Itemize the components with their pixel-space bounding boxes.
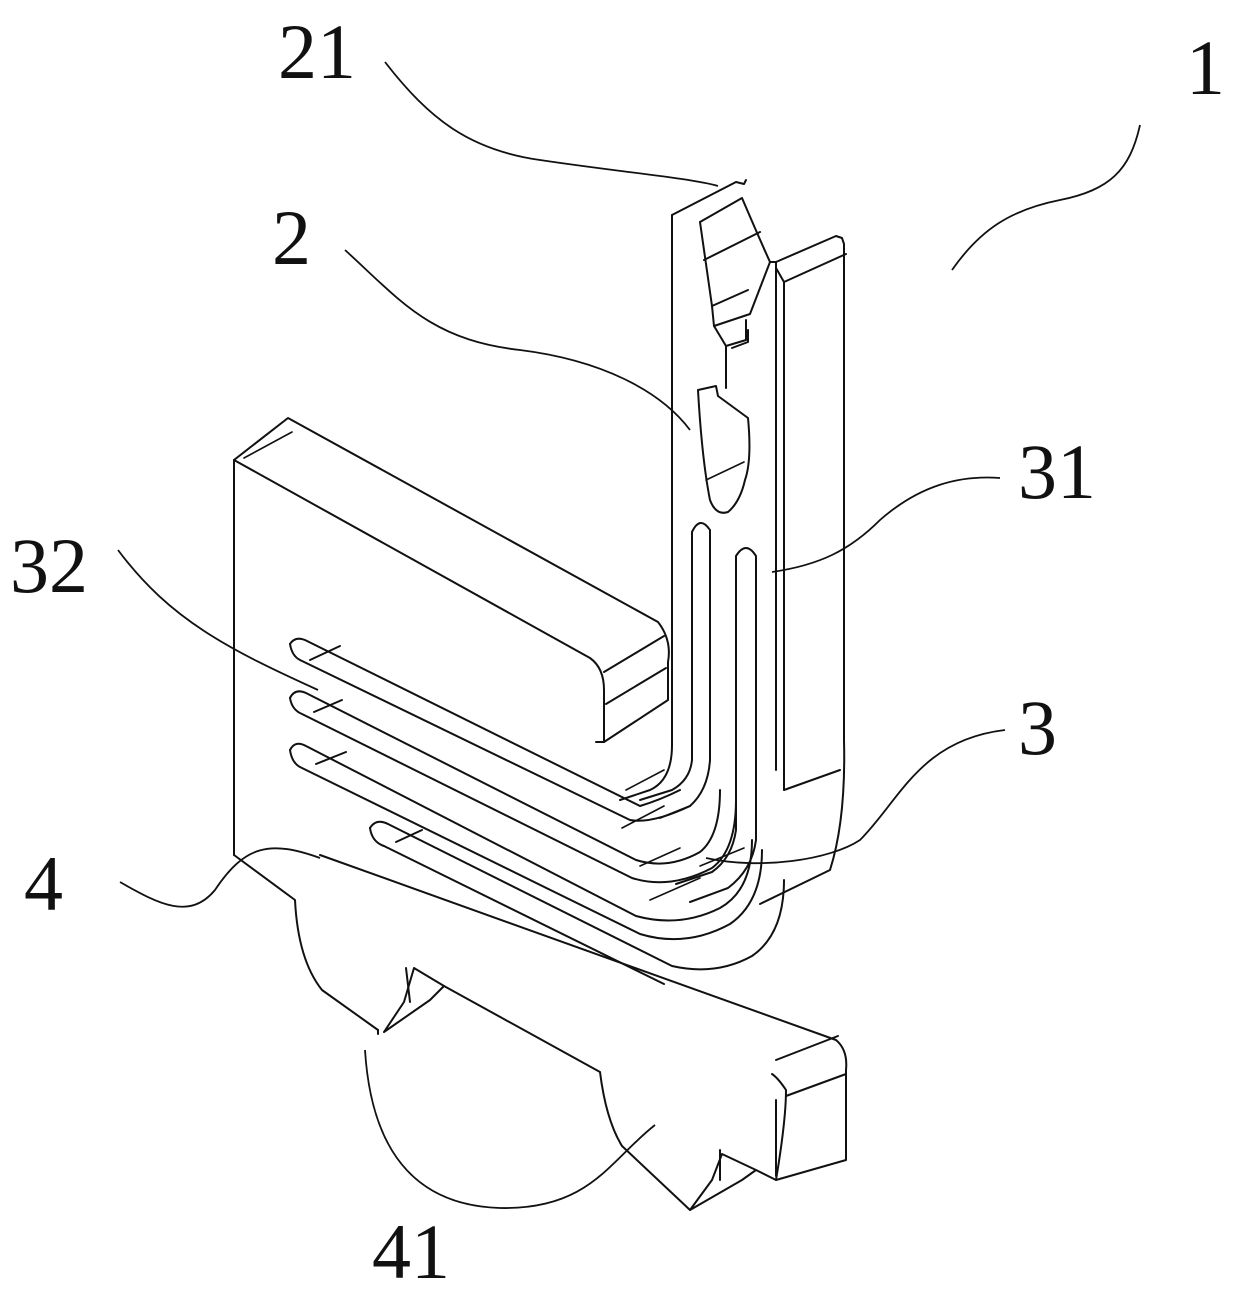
horizontal-slots bbox=[289, 637, 785, 985]
label-3: 3 bbox=[1018, 684, 1057, 771]
reference-numerals: 21 1 2 31 32 3 4 41 bbox=[10, 8, 1225, 1291]
label-41: 41 bbox=[372, 1208, 450, 1291]
leader-21 bbox=[384, 61, 719, 187]
leader-32 bbox=[117, 549, 319, 691]
label-21: 21 bbox=[278, 8, 356, 95]
vertical-slots bbox=[639, 522, 757, 903]
vertical-plate bbox=[619, 179, 847, 905]
leader-2 bbox=[344, 249, 691, 431]
upper-block bbox=[233, 417, 670, 743]
leader-1 bbox=[951, 124, 1141, 271]
leader-3 bbox=[705, 729, 1006, 865]
front-face bbox=[233, 459, 379, 1031]
leader-31 bbox=[771, 476, 1001, 573]
label-32: 32 bbox=[10, 522, 88, 609]
leader-41 bbox=[364, 1049, 656, 1209]
leader-4 bbox=[119, 847, 321, 908]
label-2: 2 bbox=[272, 194, 311, 281]
label-4: 4 bbox=[24, 840, 63, 927]
label-1: 1 bbox=[1186, 24, 1225, 111]
bottom-connector bbox=[319, 854, 848, 1211]
label-31: 31 bbox=[1018, 428, 1096, 515]
leader-lines bbox=[117, 61, 1141, 1209]
